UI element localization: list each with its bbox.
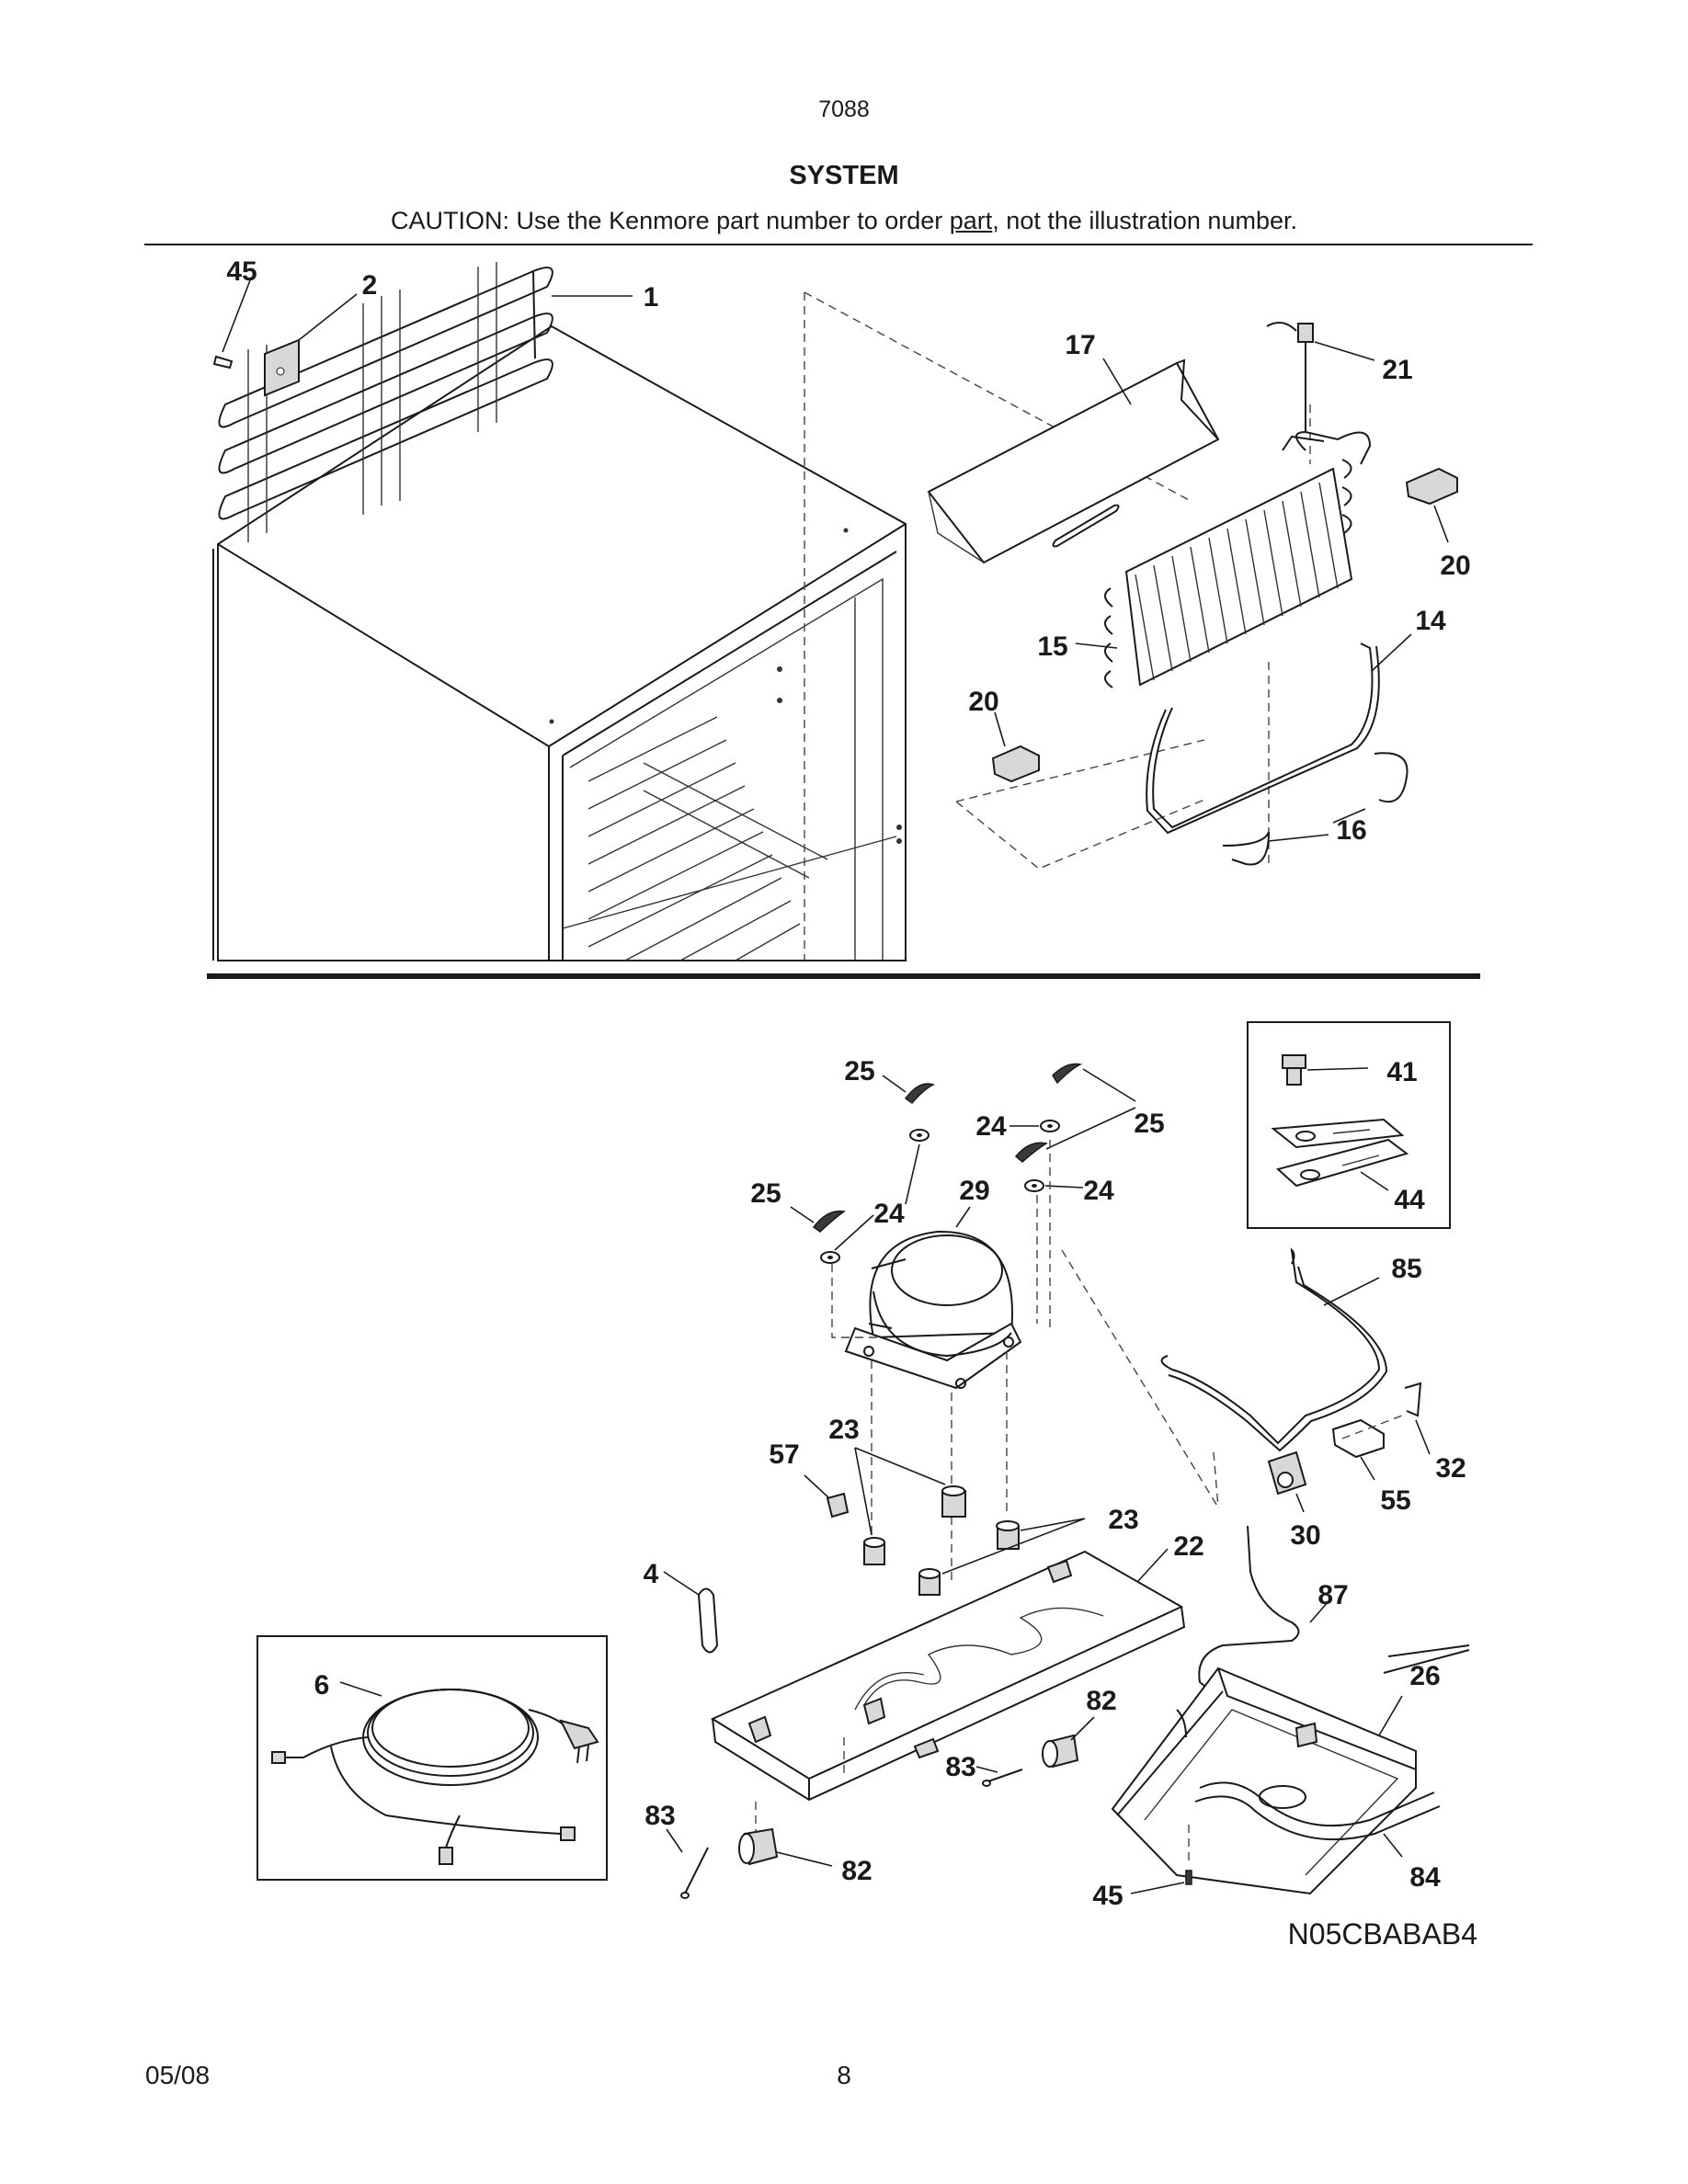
condenser-coil <box>218 262 633 542</box>
callout-57: 57 <box>769 1439 799 1470</box>
drawing-code: N05CBABAB4 <box>1288 1917 1477 1951</box>
start-relay <box>1267 1450 1307 1513</box>
screw-bottom <box>1130 1870 1192 1894</box>
overload-protector <box>1331 1418 1385 1481</box>
condenser-bracket <box>264 293 358 397</box>
callout-30: 30 <box>1290 1520 1320 1551</box>
callout-55: 55 <box>1380 1485 1410 1516</box>
power-cord-inset <box>257 1635 608 1881</box>
drier <box>663 1571 719 1654</box>
drain-tube <box>1198 1525 1329 1709</box>
defrost-heater <box>1146 633 1412 835</box>
evaporator-clip-right <box>1405 467 1458 543</box>
callout-25-a: 25 <box>844 1056 874 1086</box>
callout-17: 17 <box>1065 330 1095 360</box>
callout-26: 26 <box>1409 1661 1440 1691</box>
callout-25-b: 25 <box>1134 1109 1164 1139</box>
callout-45-top: 45 <box>226 256 257 287</box>
drain-hose <box>1194 1781 1441 1858</box>
callout-1: 1 <box>644 282 659 313</box>
grommet-washers <box>820 1120 1084 1264</box>
evaporator-clip-left <box>991 711 1040 783</box>
callout-83-a: 83 <box>945 1752 975 1782</box>
callout-4: 4 <box>644 1559 659 1589</box>
tubing-clip <box>804 1474 850 1519</box>
callout-24-b: 24 <box>1083 1176 1114 1206</box>
callout-44: 44 <box>1394 1185 1425 1215</box>
compressor <box>844 1206 1022 1390</box>
condensate-tube <box>1160 1247 1388 1452</box>
callout-82-b: 82 <box>841 1856 872 1886</box>
compressor-clips <box>790 1063 1136 1233</box>
defrost-sensor <box>1266 322 1375 432</box>
screw-top <box>212 279 251 370</box>
callout-82-a: 82 <box>1086 1686 1116 1716</box>
callout-83-b: 83 <box>644 1801 675 1831</box>
section-title: SYSTEM <box>789 161 899 190</box>
callout-84: 84 <box>1409 1862 1441 1893</box>
callout-23-a: 23 <box>828 1415 859 1445</box>
inset-box-bracket <box>1247 1021 1451 1229</box>
callout-32: 32 <box>1435 1453 1466 1484</box>
footer-page-number: 8 <box>837 2061 851 2089</box>
evaporator-cover <box>927 358 1220 564</box>
callout-87: 87 <box>1317 1580 1348 1610</box>
evaporator-fins-cabinet <box>587 716 828 961</box>
callout-24-c: 24 <box>873 1199 905 1229</box>
callout-20-right: 20 <box>1440 551 1470 581</box>
drain-pan <box>1111 1644 1470 1895</box>
callout-16: 16 <box>1336 815 1366 846</box>
rubber-bumpers <box>738 1716 1095 1867</box>
callout-14: 14 <box>1415 606 1446 636</box>
relay-cover-clip <box>1341 1382 1431 1455</box>
callout-21: 21 <box>1382 355 1412 385</box>
callout-45-bottom: 45 <box>1092 1881 1123 1911</box>
compressor-base-plate <box>710 1548 1186 1802</box>
caution-suffix: , not the illustration number. <box>992 207 1297 234</box>
callout-85: 85 <box>1391 1254 1421 1284</box>
callout-41: 41 <box>1386 1057 1417 1087</box>
callout-29: 29 <box>959 1176 989 1206</box>
callout-20-left: 20 <box>968 687 998 717</box>
callout-22: 22 <box>1173 1531 1203 1562</box>
callout-24-a: 24 <box>975 1111 1007 1142</box>
caution-prefix: CAUTION: Use the Kenmore part number to … <box>391 207 950 234</box>
mounting-screws <box>666 1766 1023 1899</box>
callout-15: 15 <box>1037 631 1067 662</box>
caution-note: CAUTION: Use the Kenmore part number to … <box>0 207 1688 235</box>
evaporator <box>1075 430 1372 688</box>
callout-23-b: 23 <box>1108 1505 1138 1535</box>
refrigerator-cabinet <box>212 324 907 961</box>
heater-clips <box>1222 752 1409 866</box>
callout-6: 6 <box>314 1670 330 1701</box>
caution-underlined: part <box>949 207 993 234</box>
footer-date: 05/08 <box>145 2061 211 2089</box>
compressor-grommets <box>854 1447 1086 1596</box>
callout-25-c: 25 <box>750 1178 781 1209</box>
callout-2: 2 <box>362 270 378 301</box>
model-number: 7088 <box>818 97 870 122</box>
